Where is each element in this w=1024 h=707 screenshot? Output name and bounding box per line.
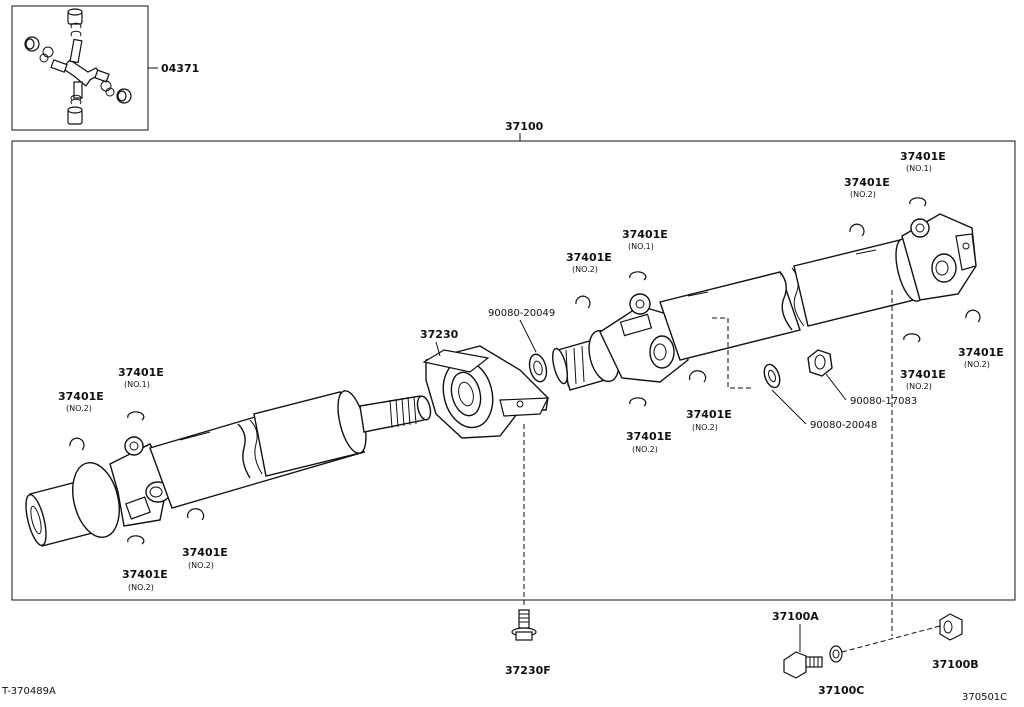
spider-cross-icon xyxy=(50,38,110,99)
snap-ring-label-4: 37401E xyxy=(122,568,168,581)
nut-90080-17083 xyxy=(807,349,833,377)
snap-ring-label-11: 37401E xyxy=(900,368,946,381)
bolt-37230F xyxy=(511,609,537,641)
snap-ring-sub-8: (NO.2) xyxy=(692,423,718,432)
snap-ring-label-10: 37401E xyxy=(900,150,946,163)
snap-ring-sub-9: (NO.2) xyxy=(850,190,876,199)
snap-ring-sub-1: (NO.2) xyxy=(66,404,92,413)
part-04371-label: 04371 xyxy=(161,62,199,75)
center-support-bearing xyxy=(422,345,549,439)
part-90080-17083-label: 90080-17083 xyxy=(850,396,917,407)
snap-ring-sub-7: (NO.2) xyxy=(632,445,658,454)
bearing-cup-icon xyxy=(24,8,132,125)
bolt-37100A xyxy=(783,651,823,679)
snap-ring-sub-11: (NO.2) xyxy=(906,382,932,391)
part-37100A-label: 37100A xyxy=(772,610,819,623)
snap-ring-sub-3: (NO.2) xyxy=(188,561,214,570)
illustration-ref-left: T-370489A xyxy=(1,686,56,697)
snap-ring-label-5: 37401E xyxy=(566,251,612,264)
snap-ring-label-3: 37401E xyxy=(182,546,228,559)
part-90080-20049-label: 90080-20049 xyxy=(488,308,555,319)
washer-90080-20048 xyxy=(763,363,781,389)
snap-ring-sub-5: (NO.2) xyxy=(572,265,598,274)
snap-ring-sub-10: (NO.1) xyxy=(906,164,932,173)
snap-ring-sub-6: (NO.1) xyxy=(628,242,654,251)
rear-propeller-shaft xyxy=(552,213,977,391)
assembly-37100-frame xyxy=(11,140,1016,601)
snap-ring-sub-4: (NO.2) xyxy=(128,583,154,592)
snap-ring-sub-12: (NO.2) xyxy=(964,360,990,369)
snap-ring-sub-2: (NO.1) xyxy=(124,380,150,389)
snap-rings xyxy=(69,197,981,545)
part-37100B-label: 37100B xyxy=(932,658,979,671)
universal-joint-kit-inset xyxy=(11,5,158,131)
snap-ring-label-8: 37401E xyxy=(686,408,732,421)
snap-ring-label-1: 37401E xyxy=(58,390,104,403)
snap-ring-label-7: 37401E xyxy=(626,430,672,443)
part-37100-label: 37100 xyxy=(505,120,544,133)
snap-ring-label-9: 37401E xyxy=(844,176,890,189)
illustration-ref-right: 370501C xyxy=(962,692,1007,703)
washer-37100C xyxy=(829,645,843,663)
nut-37100B xyxy=(939,613,963,641)
part-90080-20048-label: 90080-20048 xyxy=(810,420,877,431)
snap-ring-label-6: 37401E xyxy=(622,228,668,241)
snap-ring-label-2: 37401E xyxy=(118,366,164,379)
part-37230-label: 37230 xyxy=(420,328,459,341)
snap-ring-icon xyxy=(39,22,115,105)
front-propeller-shaft xyxy=(25,390,432,547)
part-37100C-label: 37100C xyxy=(818,684,864,697)
snap-ring-label-12: 37401E xyxy=(958,346,1004,359)
part-37230F-label: 37230F xyxy=(505,664,551,677)
washer-90080-20049 xyxy=(528,353,548,383)
